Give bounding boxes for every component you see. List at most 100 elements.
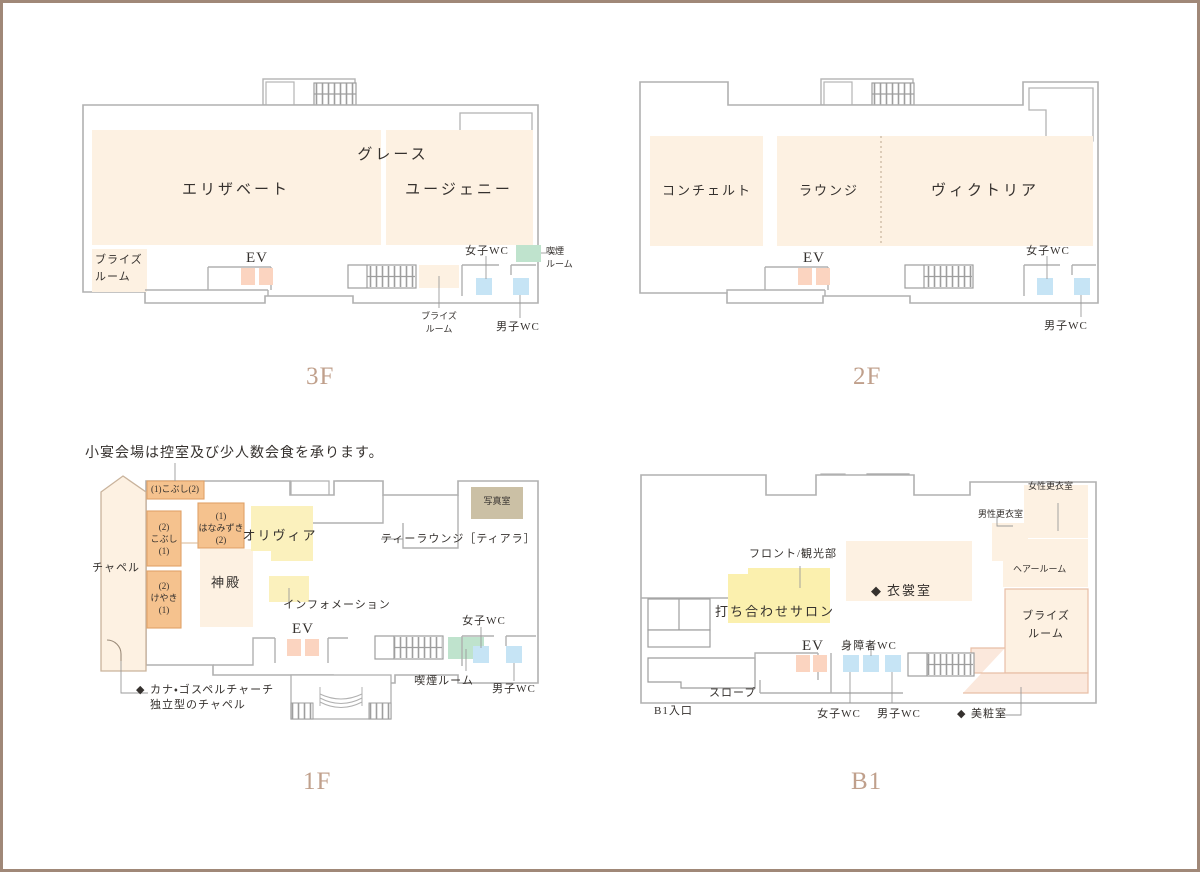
- f3-label-ev: EV: [246, 250, 268, 266]
- f1-leader-chapel: [120, 661, 148, 694]
- f1-inner-wall-b: [402, 495, 459, 549]
- f1-ev-lobby-wall: [274, 638, 329, 663]
- floorplan-2f: [639, 78, 1099, 317]
- f1-kana-marker: ◆: [136, 684, 146, 696]
- f3-label-smoking-1: 喫煙: [546, 246, 565, 256]
- f2-label-lounge: ラウンジ: [798, 183, 860, 198]
- f1-label-kobushi-top: (1)こぶし(2): [151, 484, 199, 494]
- b1-ev-car-1: [796, 655, 810, 672]
- f1-chapel-door-swing: [106, 639, 122, 661]
- b1-ev-car-2: [813, 655, 827, 672]
- b1-leader-makeup: [998, 687, 1022, 716]
- b1-label-costume: 衣裳室: [887, 583, 933, 598]
- floorplan-1f: [100, 463, 539, 720]
- f1-label-kobushi-1b: こぶし: [150, 534, 178, 544]
- floorplan-svg: [82, 78, 1099, 720]
- f3-caption: 3F: [306, 363, 335, 390]
- b1-reception-boxes: [647, 598, 711, 648]
- f3-wc-women-fixture: [476, 278, 492, 295]
- b1-label-wc-men: 男子WC: [877, 708, 921, 720]
- f3-wc-men-fixture: [513, 278, 529, 295]
- b1-wc-walls: [830, 653, 903, 694]
- f1-kana-line1: カナ・ゴスペルチャーチ: [150, 684, 275, 696]
- f2-stair-mid: [904, 264, 974, 289]
- f2-label-wc-men: 男子WC: [1044, 320, 1088, 332]
- f1-label-olivia: オリヴィア: [242, 528, 318, 543]
- f1-room-photo: [471, 487, 523, 519]
- f1-label-information: インフォメーション: [283, 599, 391, 611]
- b1-meeting-salon: [728, 568, 830, 623]
- f1-label-keyaki-c: (1): [158, 605, 170, 615]
- f1-kana-line2: 独立型のチャペル: [150, 699, 246, 711]
- f1-label-keyaki-b: けやき: [150, 593, 178, 603]
- f3-label-grace: グレース: [357, 147, 429, 163]
- f2-wc-men-fixture: [1074, 278, 1090, 295]
- b1-wc-women-fixture: [843, 655, 859, 672]
- f2-wc-women-fixture: [1037, 278, 1053, 295]
- f3-label-wc-men: 男子WC: [496, 321, 540, 333]
- f3-bride-room-left: [92, 249, 147, 292]
- b1-hair-room: [1003, 561, 1088, 587]
- floor-guide-canvas: グレース エリザベート ユージェニー ブライズ ルーム EV 女子WC 男子WC…: [3, 3, 1200, 875]
- f3-room-elizabeth: [92, 130, 381, 245]
- b1-label-hair-room: ヘアールーム: [1013, 564, 1067, 574]
- f3-label-elizabeth: エリザベート: [181, 182, 291, 198]
- b1-men-locker: [992, 523, 1028, 561]
- b1-makeup-marker: ◆: [957, 708, 967, 720]
- f3-corridor-wall-a: [145, 289, 269, 296]
- f2-label-concerto: コンチェルト: [661, 183, 753, 198]
- b1-costume-room: [846, 541, 972, 601]
- floorplan-b1: [640, 473, 1097, 716]
- b1-label-slope: スロープ: [709, 687, 757, 699]
- b1-wc-disabled-fixture: [863, 655, 879, 672]
- f1-label-photo-room: 写真室: [483, 496, 511, 506]
- b1-label-makeup: 美粧室: [971, 708, 1007, 720]
- b1-label-salon: 打ち合わせサロン: [714, 604, 836, 619]
- f2-stair-top: [871, 82, 915, 106]
- f3-label-bride-left-1: ブライズ: [95, 254, 143, 266]
- b1-label-men-locker: 男性更衣室: [977, 509, 1023, 519]
- f3-stair-top: [313, 82, 357, 106]
- f2-room-concerto: [650, 136, 763, 246]
- f2-label-ev: EV: [803, 250, 825, 266]
- b1-label-front: フロント/観光部: [748, 548, 838, 560]
- f1-room-keyaki-1: [146, 570, 182, 629]
- b1-label-bride-1: ブライズ: [1022, 610, 1070, 622]
- f1-entrance-porch: [290, 674, 392, 720]
- f2-ev-car-2: [816, 268, 830, 285]
- b1-stair-mid: [907, 652, 975, 677]
- f1-label-keyaki-a: (2): [158, 581, 170, 591]
- f1-label-ev: EV: [292, 621, 314, 637]
- f1-ev-car-1: [287, 639, 301, 656]
- b1-label-wc-disabled: 身障者WC: [841, 640, 897, 652]
- f1-ev-car-2: [305, 639, 319, 656]
- f2-corridor-wall-a: [726, 289, 826, 296]
- f1-room-olivia: [251, 506, 313, 561]
- f3-wc-walls: [461, 264, 536, 296]
- b1-label-wc-women: 女子WC: [817, 708, 861, 720]
- f1-stair-mid: [374, 635, 444, 660]
- b1-costume-marker: ◆: [871, 583, 883, 598]
- f1-label-tea-lounge: ティーラウンジ［ティアラ］: [381, 533, 536, 545]
- f1-caption: 1F: [303, 768, 332, 795]
- b1-women-locker: [1024, 485, 1088, 538]
- f2-label-wc-women: 女子WC: [1026, 245, 1070, 257]
- f1-label-hanamizuki-c: (2): [215, 535, 227, 545]
- f1-corridor-wall-a: [213, 637, 348, 666]
- f2-caption: 2F: [853, 363, 882, 390]
- floorplan-3f: [82, 78, 555, 318]
- f2-wc-walls: [1023, 264, 1096, 296]
- f3-label-bride-mid-1: ブライズ: [421, 311, 457, 321]
- f1-room-hanamizuki-2: [197, 502, 245, 549]
- f1-label-hanamizuki-b: はなみずき: [198, 523, 244, 533]
- f1-room-kobushi-1: [146, 510, 182, 567]
- f1-wc-walls: [461, 635, 536, 666]
- f1-label-smoking: 喫煙ルーム: [414, 675, 474, 687]
- f3-room-eugenie: [386, 130, 533, 245]
- f1-label-chapel: チャペル: [92, 562, 140, 574]
- f3-label-bride-mid-2: ルーム: [425, 324, 453, 334]
- b1-label-bride-2: ルーム: [1028, 628, 1064, 640]
- b1-caption: B1: [851, 768, 883, 795]
- f3-smoking-room: [516, 245, 541, 262]
- b1-makeup-room: [963, 647, 1089, 694]
